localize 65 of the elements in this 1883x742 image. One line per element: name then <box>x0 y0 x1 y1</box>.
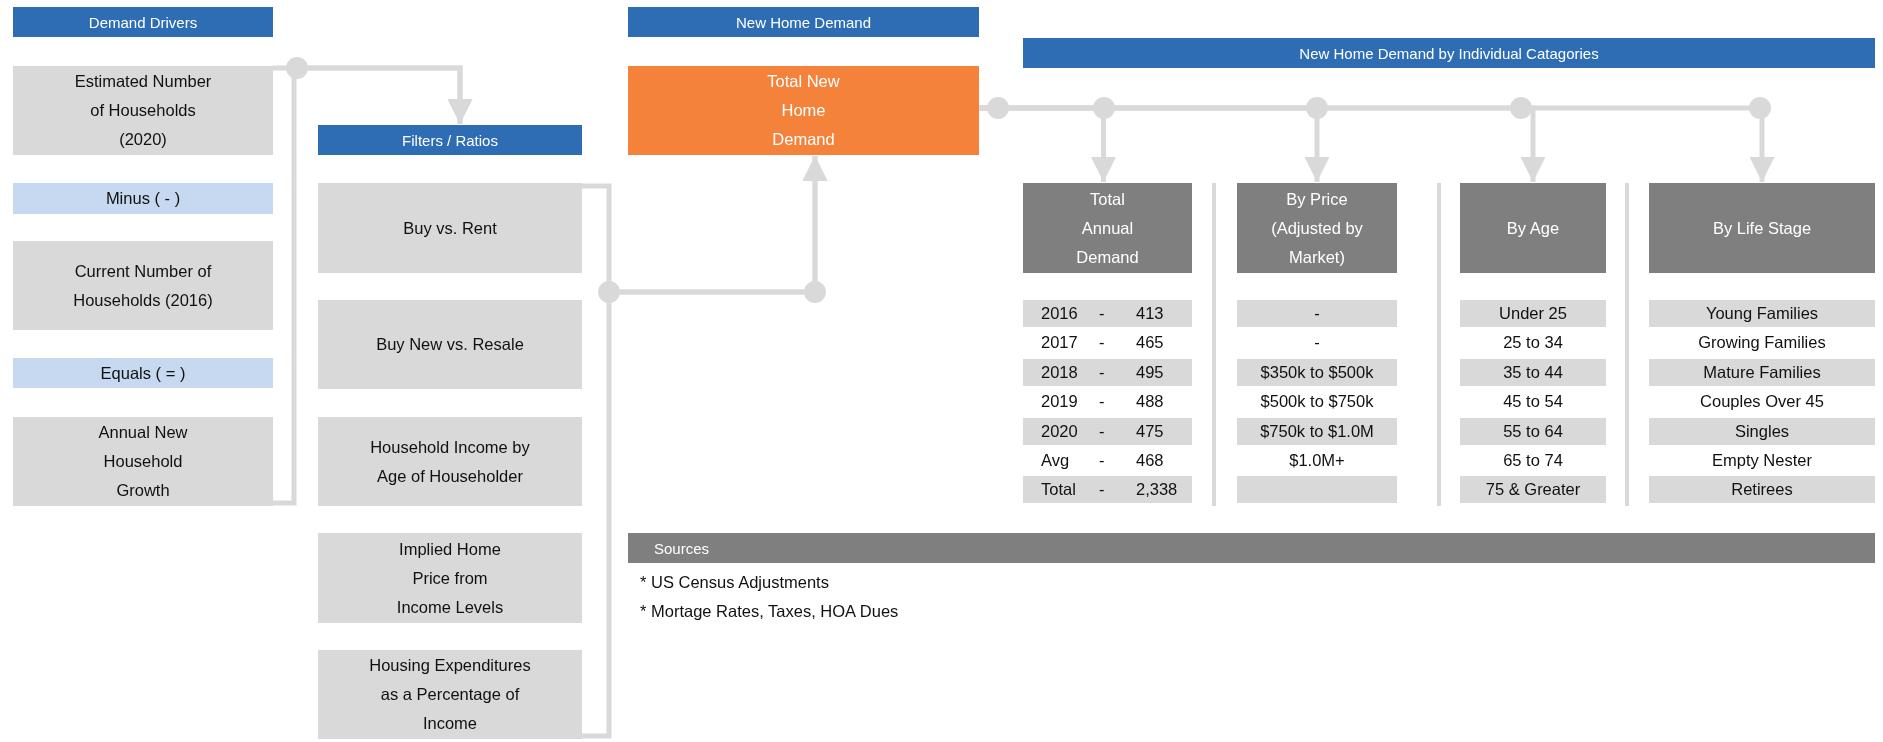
separator-dash: - <box>1099 303 1105 324</box>
arrow <box>273 65 473 506</box>
year-label: Total <box>1041 479 1076 501</box>
value-label: 488 <box>1136 391 1164 413</box>
table-cell-text: Couples Over 45 <box>1699 391 1825 413</box>
value-label: 2,338 <box>1136 479 1178 501</box>
table-cell-text: $500k to $750k <box>1259 391 1375 413</box>
year-label: 2020 <box>1041 420 1078 442</box>
table-cell-text: 45 to 54 <box>1502 391 1564 413</box>
section-header: New Home Demand <box>628 7 979 37</box>
value-label: 475 <box>1136 420 1164 442</box>
section-header: Sources <box>628 533 1875 563</box>
label-box: By Price (Adjusted by Market) <box>1237 183 1397 273</box>
year-label: 2019 <box>1041 391 1078 413</box>
table-cell: $350k to $500k <box>1237 358 1397 386</box>
table-cell: $750k to $1.0M <box>1237 417 1397 445</box>
label-box: Current Number of Households (2016) <box>13 241 273 330</box>
value-label: 465 <box>1136 332 1164 354</box>
source-note: * Mortage Rates, Taxes, HOA Dues <box>640 601 899 622</box>
table-cell: Singles <box>1649 417 1875 445</box>
table-cell: Young Families <box>1649 300 1875 327</box>
label-box: By Age <box>1460 183 1606 273</box>
label-box: By Life Stage <box>1649 183 1875 273</box>
section-header: Filters / Ratios <box>318 125 582 155</box>
table-cell-text: Empty Nester <box>1711 450 1813 471</box>
label-box: Implied Home Price from Income Levels <box>318 533 582 623</box>
table-cell: 35 to 44 <box>1460 358 1606 386</box>
arrow <box>582 156 828 739</box>
separator-dash: - <box>1099 361 1105 383</box>
table-cell: Mature Families <box>1649 358 1875 386</box>
table-cell: 75 & Greater <box>1460 476 1606 504</box>
separator-dash: - <box>1099 391 1105 413</box>
value-label: 468 <box>1136 450 1164 471</box>
table-cell: - <box>1237 300 1397 327</box>
label-box: Equals ( = ) <box>13 358 273 388</box>
separator-dash: - <box>1099 420 1105 442</box>
separator-dash: - <box>1099 332 1105 354</box>
year-label: 2017 <box>1041 332 1078 354</box>
table-cell-text: $1.0M+ <box>1288 450 1346 471</box>
table-cell-text: 25 to 34 <box>1502 332 1564 354</box>
year-label: 2018 <box>1041 361 1078 383</box>
table-cell-text: 65 to 74 <box>1502 450 1564 471</box>
table-cell-text: Growing Families <box>1697 332 1827 354</box>
table-cell-text: - <box>1313 332 1321 354</box>
year-label: 2016 <box>1041 303 1078 324</box>
section-header: Demand Drivers <box>13 7 273 37</box>
value-label: 495 <box>1136 361 1164 383</box>
value-label: 413 <box>1136 303 1164 324</box>
section-header: New Home Demand by Individual Catagories <box>1023 38 1875 68</box>
label-box: Housing Expenditures as a Percentage of Income <box>318 650 582 739</box>
label-box: Estimated Number of Households (2020) <box>13 66 273 155</box>
separator-dash: - <box>1099 479 1105 501</box>
label-box: Buy New vs. Resale <box>318 300 582 389</box>
label-box: Annual New Household Growth <box>13 417 273 506</box>
source-note: * US Census Adjustments <box>640 572 829 593</box>
label-box: Total Annual Demand <box>1023 183 1192 273</box>
table-cell: Under 25 <box>1460 300 1606 327</box>
table-cell: Retirees <box>1649 476 1875 504</box>
label-box: Household Income by Age of Householder <box>318 417 582 506</box>
year-label: Avg <box>1041 450 1070 471</box>
label-box: Minus ( - ) <box>13 183 273 214</box>
label-box: Buy vs. Rent <box>318 183 582 273</box>
table-cell: 55 to 64 <box>1460 417 1606 445</box>
separator-dash: - <box>1099 450 1105 471</box>
label-box: Total New Home Demand <box>628 66 979 155</box>
